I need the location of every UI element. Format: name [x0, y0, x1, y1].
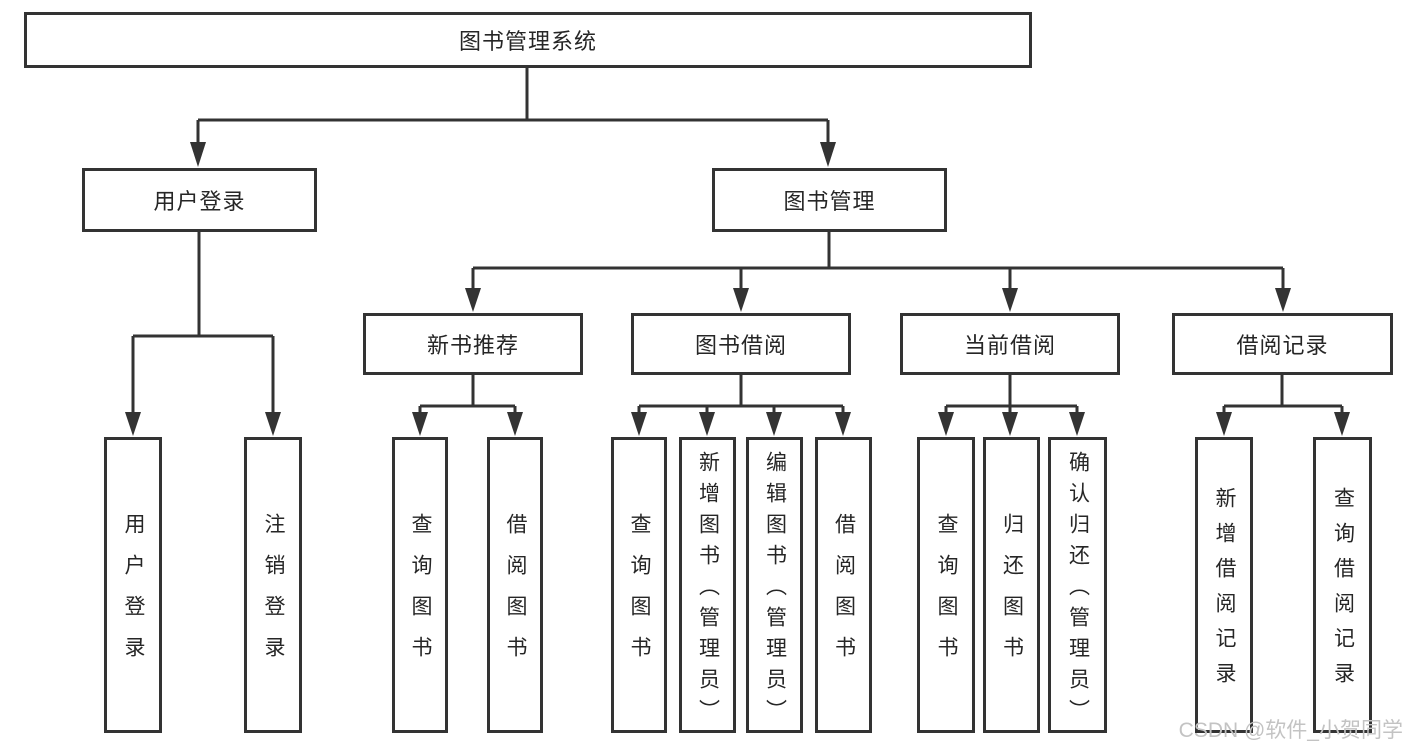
- node-label: 用户登录: [153, 189, 246, 214]
- leaf-logout: 注销登录: [244, 437, 302, 733]
- node-label: 查询图书: [409, 513, 432, 677]
- node-label: 确认归还（管理员）: [1066, 450, 1090, 730]
- leaf-query-books-recommend: 查询图书: [392, 437, 448, 733]
- arrowheads: [125, 142, 1350, 436]
- leaf-confirm-return-admin: 确认归还（管理员）: [1048, 437, 1107, 733]
- leaf-query-borrow-record: 查询借阅记录: [1313, 437, 1372, 733]
- leaf-edit-books-admin: 编辑图书（管理员）: [746, 437, 803, 733]
- node-library-system: 图书管理系统: [24, 12, 1032, 68]
- leaf-borrow-books: 借阅图书: [815, 437, 872, 733]
- node-label: 图书管理系统: [458, 29, 597, 54]
- csdn-watermark: CSDN @软件_小贺同学: [1178, 719, 1403, 742]
- node-label: 图书借阅: [694, 333, 787, 358]
- node-label: 借阅记录: [1236, 333, 1329, 358]
- node-user-login: 用户登录: [82, 168, 317, 232]
- node-label: 编辑图书（管理员）: [763, 450, 787, 730]
- node-label: 新增借阅记录: [1213, 487, 1236, 697]
- node-borrowing-records: 借阅记录: [1172, 313, 1393, 375]
- node-label: 查询图书: [935, 513, 958, 677]
- node-label: 查询借阅记录: [1331, 487, 1355, 697]
- leaf-query-books-current: 查询图书: [917, 437, 975, 733]
- node-label: 借阅图书: [504, 513, 527, 677]
- leaf-query-books-borrow: 查询图书: [611, 437, 667, 733]
- node-label: 图书管理: [783, 189, 876, 214]
- node-label: 用户登录: [122, 513, 145, 677]
- connector-shafts: [131, 68, 1344, 420]
- node-label: 查询图书: [628, 513, 651, 677]
- node-label: 归还图书: [1000, 513, 1024, 677]
- leaf-add-borrow-record: 新增借阅记录: [1195, 437, 1253, 733]
- node-label: 当前借阅: [963, 333, 1056, 358]
- node-label: 新书推荐: [426, 333, 519, 358]
- leaf-borrow-books-recommend: 借阅图书: [487, 437, 543, 733]
- node-book-management: 图书管理: [712, 168, 947, 232]
- leaf-return-books: 归还图书: [983, 437, 1040, 733]
- leaf-add-books-admin: 新增图书（管理员）: [679, 437, 736, 733]
- node-label: 借阅图书: [832, 513, 856, 677]
- node-new-book-recommendation: 新书推荐: [363, 313, 583, 375]
- node-label: 新增图书（管理员）: [696, 450, 720, 730]
- leaf-user-login: 用户登录: [104, 437, 162, 733]
- node-book-borrowing: 图书借阅: [631, 313, 851, 375]
- node-current-borrowing: 当前借阅: [900, 313, 1120, 375]
- node-label: 注销登录: [262, 513, 285, 677]
